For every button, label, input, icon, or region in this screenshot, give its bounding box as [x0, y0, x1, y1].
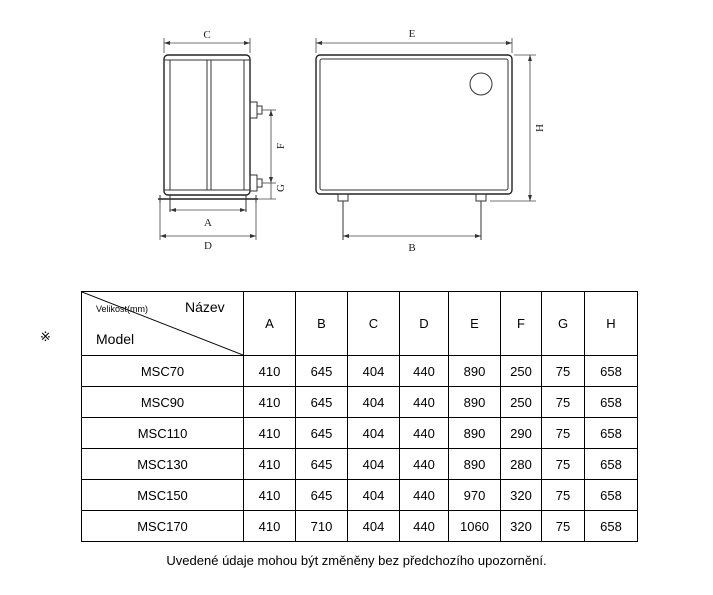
column-header: A: [243, 291, 296, 356]
note-mark: ※: [40, 329, 51, 344]
model-cell: MSC170: [81, 510, 244, 542]
value-cell: 890: [448, 355, 501, 387]
dim-label-g: G: [275, 184, 287, 192]
value-cell: 404: [347, 448, 400, 480]
header-size-label: Velikost(mm): [96, 304, 149, 314]
value-cell: 410: [243, 479, 296, 511]
header-model-label: Model: [96, 331, 135, 347]
value-cell: 404: [347, 417, 400, 449]
front-view: [315, 54, 513, 240]
value-cell: 890: [448, 417, 501, 449]
column-header: D: [399, 291, 449, 356]
dim-label-e: E: [409, 28, 416, 40]
value-cell: 658: [584, 355, 638, 387]
value-cell: 75: [541, 479, 585, 511]
dim-label-d: D: [204, 240, 212, 252]
model-cell: MSC130: [81, 448, 244, 480]
column-header: F: [500, 291, 542, 356]
value-cell: 250: [500, 355, 542, 387]
dim-e: E: [315, 28, 513, 53]
dim-c: C: [163, 29, 251, 53]
dim-f: F: [262, 109, 287, 184]
value-cell: 410: [243, 386, 296, 418]
value-cell: 75: [541, 386, 585, 418]
dim-label-h: H: [534, 124, 546, 132]
dim-a: A: [170, 208, 246, 229]
value-cell: 410: [243, 417, 296, 449]
value-cell: 440: [399, 386, 449, 418]
header-name-label: Název: [185, 299, 225, 315]
dimension-drawing: C A D F G: [158, 28, 546, 254]
value-cell: 440: [399, 479, 449, 511]
value-cell: 440: [399, 448, 449, 480]
model-cell: MSC90: [81, 386, 244, 418]
model-cell: MSC110: [81, 417, 244, 449]
value-cell: 645: [295, 479, 348, 511]
model-cell: MSC150: [81, 479, 244, 511]
value-cell: 970: [448, 479, 501, 511]
dim-label-a: A: [204, 217, 212, 229]
footnote: Uvedené údaje mohou být změněny bez před…: [166, 553, 547, 568]
value-cell: 404: [347, 510, 400, 542]
value-cell: 658: [584, 510, 638, 542]
value-cell: 280: [500, 448, 542, 480]
value-cell: 890: [448, 448, 501, 480]
value-cell: 710: [295, 510, 348, 542]
dim-label-b: B: [408, 242, 415, 254]
value-cell: 645: [295, 386, 348, 418]
value-cell: 1060: [448, 510, 501, 542]
column-header: H: [584, 291, 638, 356]
side-view: [158, 54, 263, 212]
value-cell: 410: [243, 355, 296, 387]
value-cell: 250: [500, 386, 542, 418]
value-cell: 645: [295, 355, 348, 387]
value-cell: 890: [448, 386, 501, 418]
value-cell: 440: [399, 417, 449, 449]
value-cell: 658: [584, 417, 638, 449]
value-cell: 404: [347, 386, 400, 418]
value-cell: 658: [584, 479, 638, 511]
value-cell: 440: [399, 510, 449, 542]
dim-g: G: [258, 183, 287, 200]
column-header: C: [347, 291, 400, 356]
value-cell: 404: [347, 479, 400, 511]
column-header: B: [295, 291, 348, 356]
dim-d: D: [159, 203, 257, 252]
header-diagonal-line: [82, 292, 243, 355]
value-cell: 410: [243, 510, 296, 542]
dim-b: B: [343, 234, 481, 254]
value-cell: 75: [541, 355, 585, 387]
table-header-row: Velikost(mm) Název Model A B C D E F G H: [81, 291, 638, 356]
value-cell: 645: [295, 417, 348, 449]
value-cell: 320: [500, 510, 542, 542]
column-header: E: [448, 291, 501, 356]
value-cell: 440: [399, 355, 449, 387]
dim-h: H: [490, 54, 546, 202]
value-cell: 75: [541, 417, 585, 449]
column-header: G: [541, 291, 585, 356]
dim-label-f: F: [275, 143, 287, 149]
value-cell: 290: [500, 417, 542, 449]
value-cell: 404: [347, 355, 400, 387]
value-cell: 410: [243, 448, 296, 480]
value-cell: 320: [500, 479, 542, 511]
dimensions-table: Velikost(mm) Název Model A B C D E F G H…: [81, 291, 638, 542]
value-cell: 75: [541, 510, 585, 542]
value-cell: 658: [584, 448, 638, 480]
value-cell: 645: [295, 448, 348, 480]
header-corner-cell: Velikost(mm) Název Model: [81, 291, 244, 356]
value-cell: 658: [584, 386, 638, 418]
model-cell: MSC70: [81, 355, 244, 387]
dim-label-c: C: [203, 29, 210, 41]
value-cell: 75: [541, 448, 585, 480]
